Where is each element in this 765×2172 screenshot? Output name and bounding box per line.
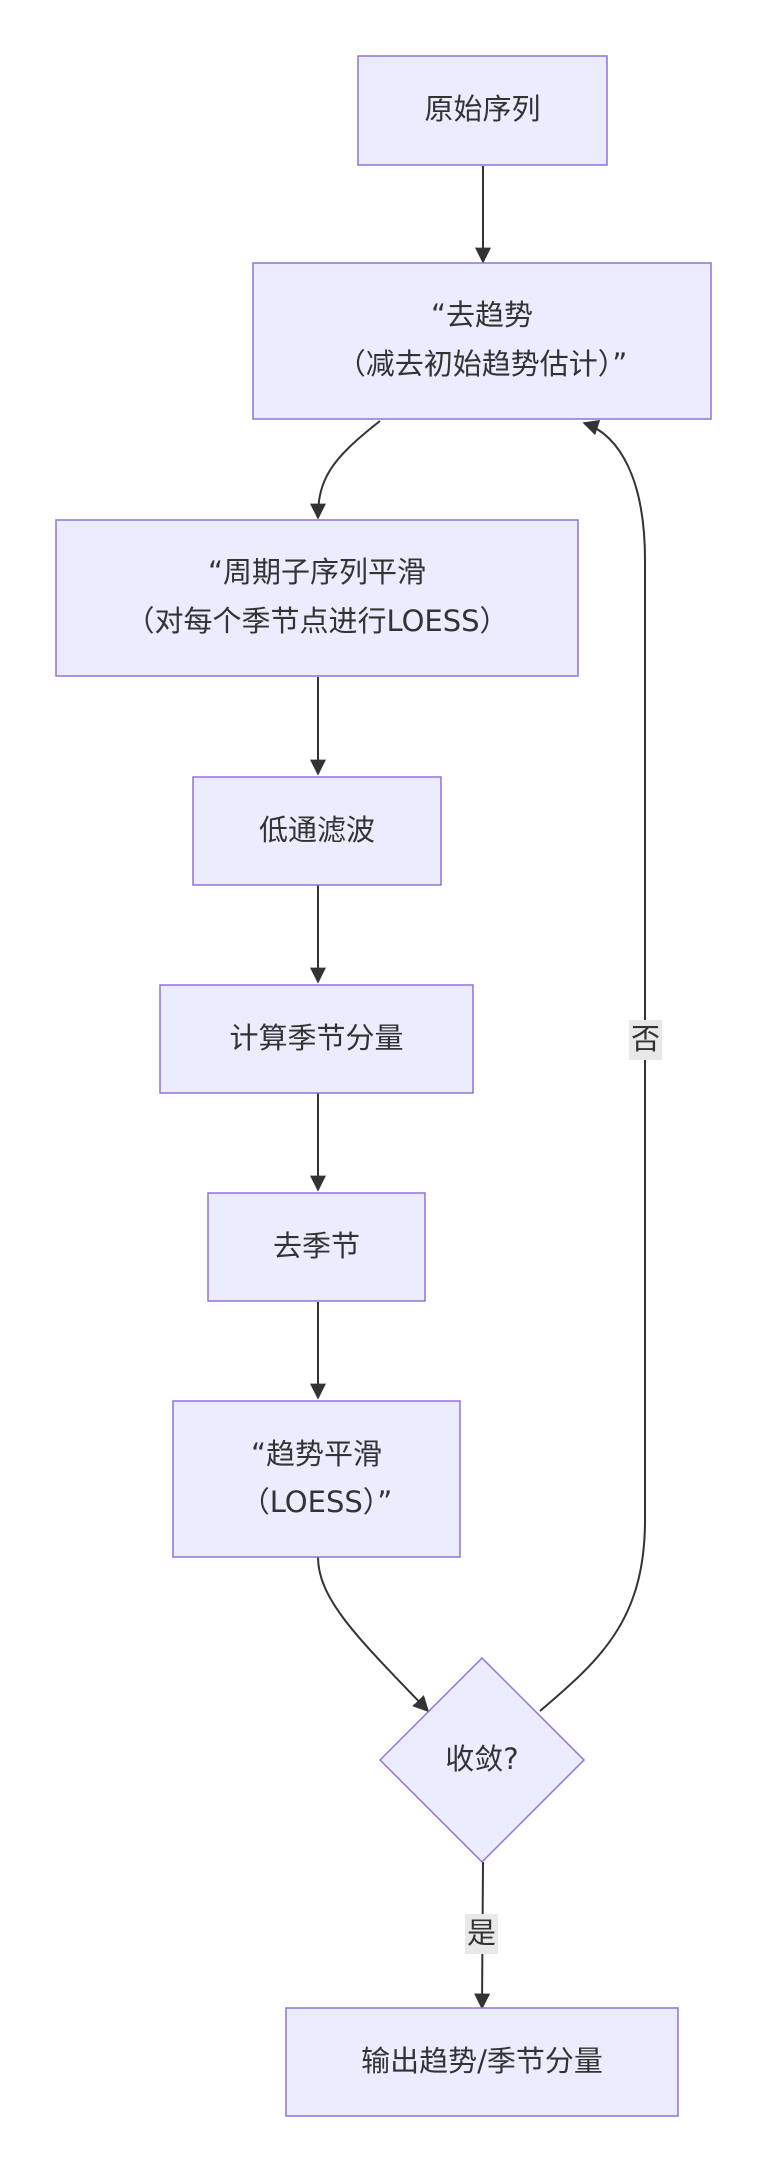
node-detrend: “去趋势 （减去初始趋势估计）” <box>252 262 712 420</box>
node-trend-smooth-line1: “趋势平滑 <box>251 1437 382 1471</box>
edge-label-no: 否 <box>629 1020 662 1060</box>
node-cycle-smooth-line2: （对每个季节点进行LOESS） <box>125 604 508 638</box>
node-converge-label: 收敛? <box>445 1742 518 1776</box>
node-calc-seasonal: 计算季节分量 <box>159 984 474 1094</box>
edge-converge-to-detrend-no <box>539 419 646 1712</box>
node-cycle-smooth-line1: “周期子序列平滑 <box>208 555 426 589</box>
node-detrend-line2: （减去初始趋势估计）” <box>337 347 628 381</box>
node-trend-smooth-line2: （LOESS）” <box>241 1485 393 1519</box>
node-output-label: 输出趋势/季节分量 <box>361 2044 603 2078</box>
node-calc-seasonal-label: 计算季节分量 <box>229 1021 403 1055</box>
node-original-series-label: 原始序列 <box>424 92 540 126</box>
node-original-series: 原始序列 <box>357 55 608 166</box>
node-lowpass-label: 低通滤波 <box>259 813 375 847</box>
edge-detrend-to-cycle-smooth <box>310 420 381 520</box>
node-deseason: 去季节 <box>207 1192 426 1302</box>
node-lowpass-filter: 低通滤波 <box>192 776 442 886</box>
node-output: 输出趋势/季节分量 <box>285 2007 679 2117</box>
node-cycle-subseries-smooth: “周期子序列平滑 （对每个季节点进行LOESS） <box>55 519 579 677</box>
edge-trend-smooth-to-converge <box>317 1556 430 1713</box>
node-detrend-line1: “去趋势 <box>431 298 533 332</box>
edge-label-no-text: 否 <box>631 1022 660 1056</box>
node-deseason-label: 去季节 <box>273 1229 360 1263</box>
edge-label-yes: 是 <box>465 1914 498 1954</box>
edge-label-yes-text: 是 <box>467 1916 496 1950</box>
node-trend-smooth: “趋势平滑 （LOESS）” <box>172 1400 461 1558</box>
node-converge-decision: 收敛? <box>378 1656 586 1864</box>
